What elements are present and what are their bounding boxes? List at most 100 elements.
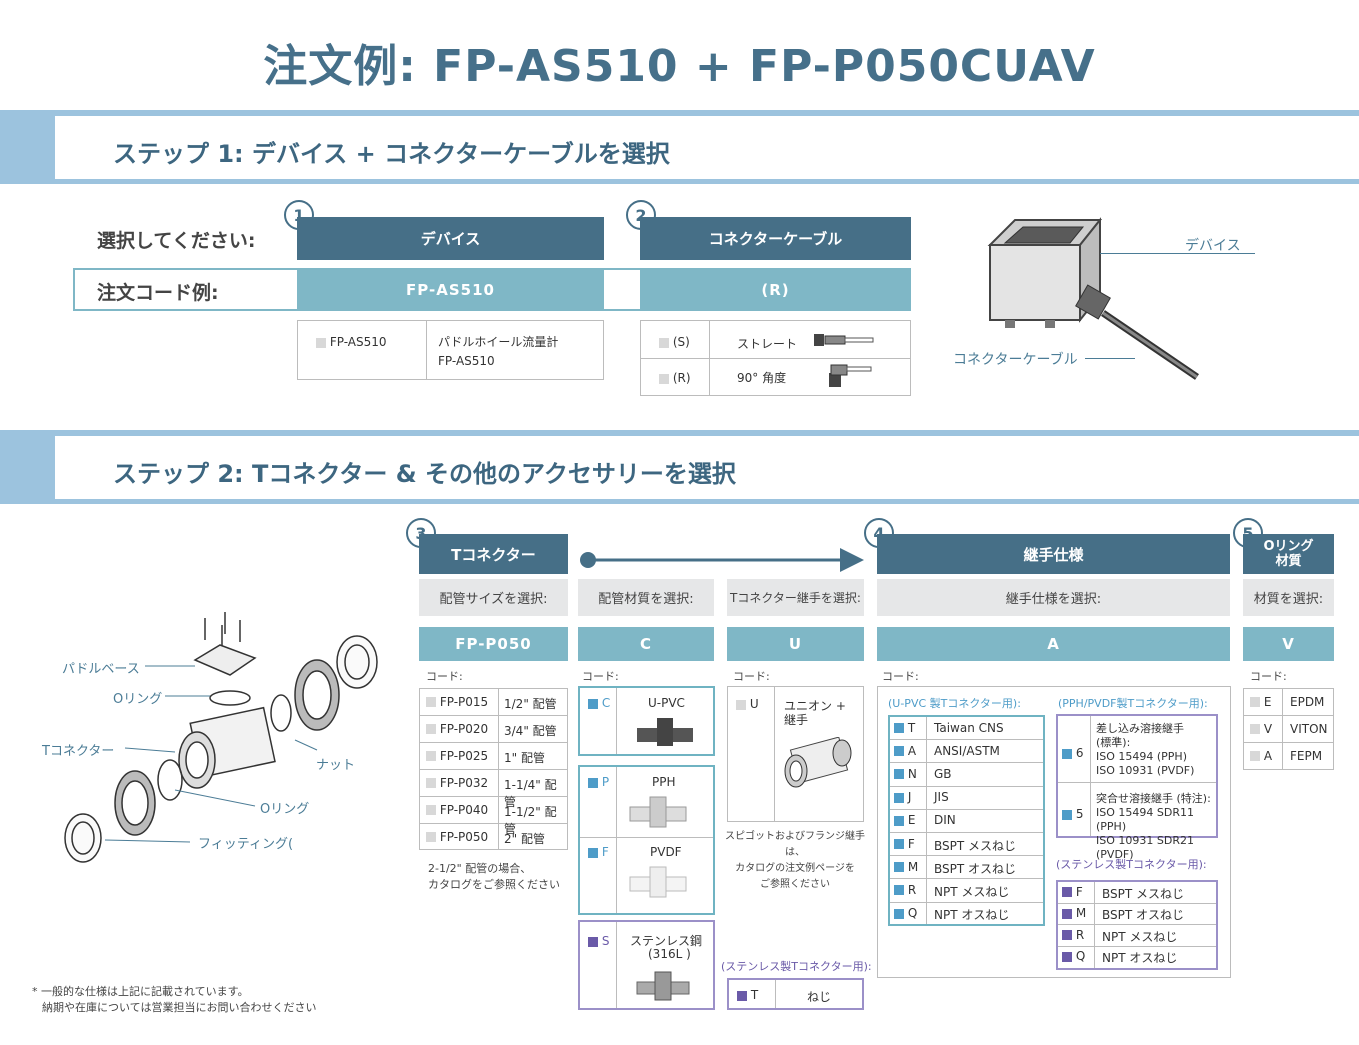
checkbox-icon [659, 337, 669, 348]
pipe-size-subheader: 配管サイズを選択: [419, 579, 568, 616]
order-code-label: 注文コード例: [97, 282, 219, 304]
cable-options: (S) ストレート (R) 90° 角度 [640, 320, 911, 396]
checkbox-icon [1062, 951, 1072, 962]
code-label-mat: コード: [582, 670, 619, 683]
tconnector-code: FP-P050 [419, 627, 568, 661]
tconnector-header: Tコネクター [419, 534, 568, 574]
device-option[interactable]: FP-AS510 パドルホイール流量計 FP-AS510 [297, 320, 604, 380]
checkbox-icon [588, 777, 598, 788]
joint-note: スピゴットおよびフランジ継手は、 カタログの注文例ページを ご参照ください [725, 831, 865, 890]
checkbox-icon [894, 908, 904, 919]
label-oring-1: Oリング [113, 692, 163, 707]
checkbox-icon [1250, 724, 1260, 734]
code-label-3: コード: [426, 670, 463, 683]
code-label-joint: コード: [733, 670, 770, 683]
oring-code: V [1243, 627, 1334, 661]
step1-heading-box: ステップ 1: デバイス + コネクターケーブルを選択 [55, 115, 1359, 179]
label-tconnector: Tコネクター [42, 744, 115, 759]
label-nut: ナット [316, 758, 356, 773]
cable-option-r[interactable]: (R) [659, 371, 691, 385]
checkbox-icon [894, 746, 904, 757]
checkbox-icon [659, 373, 669, 384]
pph-option-6[interactable]: 6 [1062, 746, 1083, 760]
select-label: 選択してください: [97, 230, 256, 252]
upvc-title: (U-PVC 製Tコネクター用): [888, 697, 1021, 710]
material-pph[interactable]: P [588, 775, 609, 789]
page-title: 注文例: FP-AS510 + FP-P050CUAV [263, 41, 1096, 92]
code-label-4: コード: [882, 670, 919, 683]
checkbox-icon [426, 724, 436, 734]
checkbox-icon [426, 778, 436, 788]
label-paddle-base: パドルベース [62, 662, 140, 677]
material-steel[interactable]: S ステンレス鋼 (316L ) [578, 920, 715, 1010]
checkbox-icon [426, 751, 436, 761]
cable-option-r-desc: 90° 角度 [737, 371, 787, 385]
cable-header: コネクターケーブル [640, 217, 911, 260]
joint-code: U [727, 627, 864, 661]
cable-option-s[interactable]: (S) [659, 335, 690, 349]
footnote-2: 納期や在庫については営業担当にお問い合わせください [42, 1001, 317, 1014]
cable-option-s-desc: ストレート [737, 337, 798, 351]
checkbox-icon [894, 815, 904, 826]
code-label-5: コード: [1250, 670, 1287, 683]
checkbox-icon [736, 699, 746, 710]
joint-thread[interactable]: T ねじ [727, 978, 864, 1010]
joint-union[interactable]: U ユニオン + 継手 [727, 686, 864, 822]
label-oring-2: Oリング [260, 802, 310, 817]
checkbox-icon [1062, 809, 1072, 820]
checkbox-icon [737, 990, 747, 1001]
material-pvdf[interactable]: F [588, 845, 609, 859]
checkbox-icon [588, 847, 598, 858]
joint-spec-code: A [877, 627, 1230, 661]
checkbox-icon [426, 832, 436, 842]
device-image [987, 217, 1199, 380]
step2-heading-box: ステップ 2: Tコネクター & その他のアクセサリーを選択 [55, 435, 1359, 499]
material-upvc[interactable]: C U-PVC [578, 686, 715, 756]
pipe-note-1: 2-1/2" 配管の場合、 [428, 862, 532, 875]
exploded-view-image [64, 612, 378, 863]
cable-code: (R) [640, 270, 911, 310]
checkbox-icon [1062, 930, 1072, 941]
pph-option-5[interactable]: 5 [1062, 807, 1083, 821]
pph-table: 6 差し込み溶接継手 (標準): ISO 15494 (PPH) ISO 109… [1056, 714, 1218, 861]
cable-callout-line [1085, 358, 1135, 359]
checkbox-icon [894, 769, 904, 780]
checkbox-icon [1062, 887, 1072, 898]
pipe-note-2: カタログをご参照ください [428, 878, 560, 891]
checkbox-icon [426, 697, 436, 707]
union-fitting-icon [784, 737, 852, 788]
device-option-desc2: FP-AS510 [438, 354, 495, 368]
device-header: デバイス [297, 217, 604, 260]
checkbox-icon [894, 862, 904, 873]
checkbox-icon [316, 337, 326, 348]
device-callout-line [1100, 253, 1255, 254]
device-callout-label: デバイス [1185, 238, 1241, 254]
steel-joint-title: (ステンレス製Tコネクター用): [1056, 858, 1207, 871]
checkbox-icon [1062, 748, 1072, 759]
joint-subheader: Tコネクター継手を選択: [727, 579, 864, 616]
device-code: FP-AS510 [297, 270, 604, 310]
